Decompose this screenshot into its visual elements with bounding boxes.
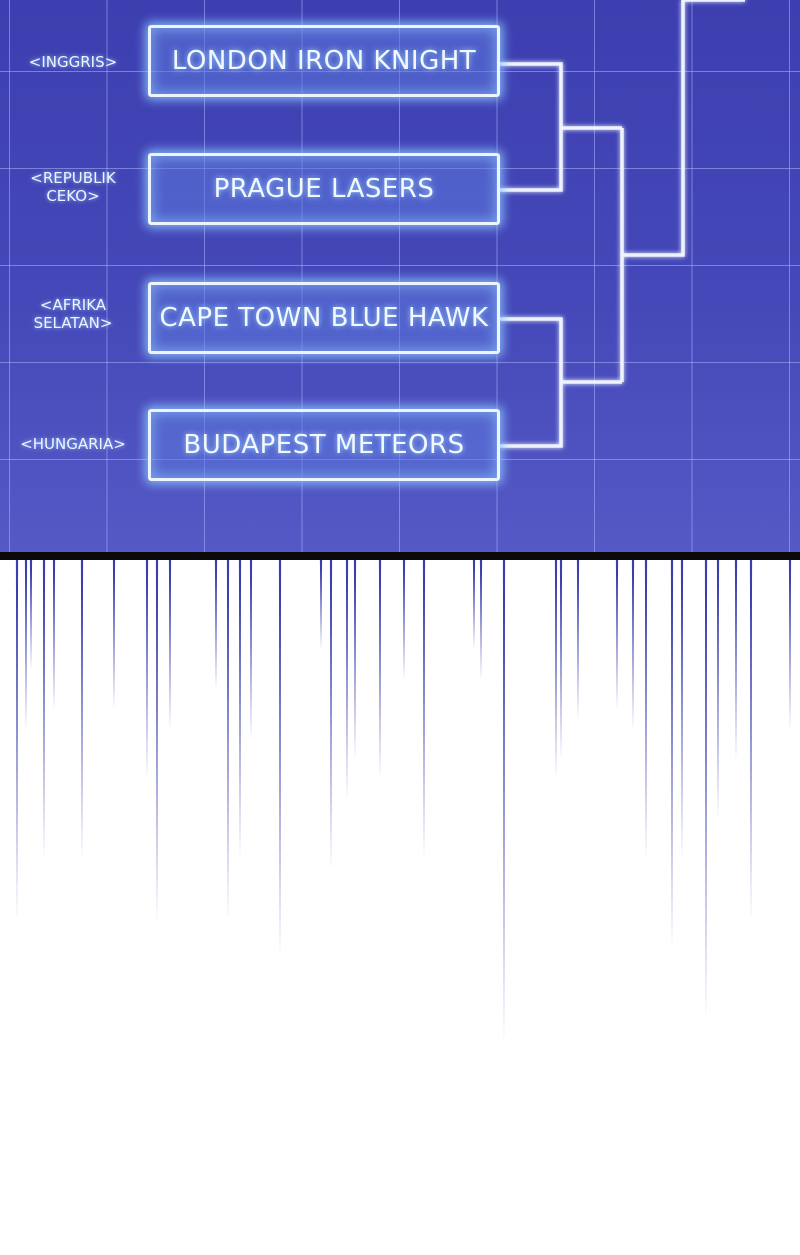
speed-streak: [345, 560, 349, 800]
bracket-connector-lines: [500, 0, 745, 448]
speed-streak: [329, 560, 333, 870]
speed-streak: [145, 560, 149, 780]
bracket-panel: <INGGRIS> LONDON IRON KNIGHT <REPUBLIK C…: [0, 0, 800, 552]
panel-divider: [0, 552, 800, 560]
speed-streak: [353, 560, 357, 760]
team-box-cape-town-blue-hawk[interactable]: CAPE TOWN BLUE HAWK: [148, 282, 500, 354]
connector-line-semifinal-2: [500, 317, 563, 448]
country-label: <HUNGARIA>: [20, 435, 126, 453]
team-name: LONDON IRON KNIGHT: [171, 46, 477, 76]
speed-streak: [788, 560, 792, 730]
speed-streak: [749, 560, 753, 920]
speed-streak: [42, 560, 46, 860]
speed-streak: [80, 560, 84, 860]
speed-streak: [52, 560, 56, 710]
speed-streak: [402, 560, 406, 680]
speed-streak: [214, 560, 218, 690]
speed-streak: [422, 560, 426, 860]
speed-streak: [226, 560, 230, 920]
speed-streak: [278, 560, 282, 960]
speed-streak: [472, 560, 476, 650]
team-box-prague-lasers[interactable]: PRAGUE LASERS: [148, 153, 500, 225]
team-box-budapest-meteors[interactable]: BUDAPEST METEORS: [148, 409, 500, 481]
connector-line-semifinal-1: [500, 62, 563, 192]
speed-streak: [29, 560, 33, 670]
speed-streak: [734, 560, 738, 760]
speed-streak: [249, 560, 253, 740]
country-label: <AFRIKA SELATAN>: [33, 296, 113, 332]
speed-streak: [502, 560, 506, 1045]
speed-streak: [576, 560, 580, 720]
connector-line-final-out: [622, 0, 685, 257]
speed-streak: [155, 560, 159, 925]
speed-streak: [479, 560, 483, 680]
speed-streak: [670, 560, 674, 950]
speed-streak: [680, 560, 684, 860]
speed-streak: [15, 560, 19, 920]
speed-streak: [559, 560, 563, 760]
speed-streak: [112, 560, 116, 710]
country-label: <INGGRIS>: [28, 53, 118, 71]
speed-streak: [615, 560, 619, 710]
speed-streak: [24, 560, 28, 730]
speed-streak: [319, 560, 323, 650]
country-label: <REPUBLIK CEKO>: [30, 169, 116, 205]
speed-streak: [631, 560, 635, 730]
speed-streak: [704, 560, 708, 1020]
team-name: CAPE TOWN BLUE HAWK: [159, 303, 489, 333]
speed-streak: [554, 560, 558, 780]
team-box-london-iron-knight[interactable]: LONDON IRON KNIGHT: [148, 25, 500, 97]
speed-streak: [378, 560, 382, 780]
speed-streaks: [15, 560, 792, 1045]
team-name: BUDAPEST METEORS: [183, 430, 465, 460]
speed-streak: [238, 560, 242, 860]
speed-streak: [644, 560, 648, 860]
speed-streak: [168, 560, 172, 730]
team-name: PRAGUE LASERS: [213, 174, 435, 204]
speed-streak: [716, 560, 720, 820]
